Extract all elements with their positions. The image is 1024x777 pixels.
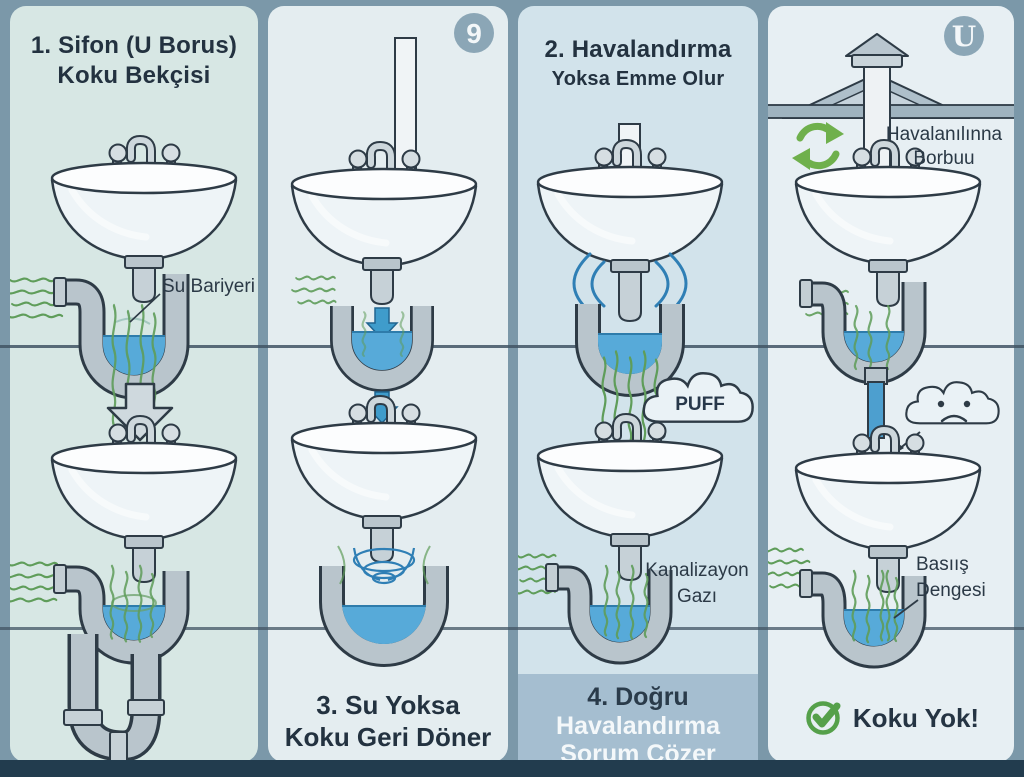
label-pointer-line [893,599,919,619]
sewer-gas-label-line1: Kanalizayon [645,560,749,581]
odor-wisps-left-bottom [10,561,59,603]
badge-u-trap-icon: U [944,16,984,56]
panel3-caption-line2: Havalandırma [556,712,720,740]
sink-1-tailpiece [124,255,164,303]
panel2-caption-line2: Koku Geri Döner [284,722,492,752]
panel-2-illustration: 9 [268,13,494,667]
water-barrier-label: Su Bariyeri [162,276,255,297]
wall-divider-line-lower [0,627,1024,630]
pipe-coupling [63,709,103,726]
pressure-balance-label-line2: Dengesi [916,580,986,601]
drain-piping [63,634,165,762]
vortex-swirl [352,547,416,585]
svg-text:9: 9 [466,18,482,49]
vent-pipe-label-line1: Havalanılınna [885,124,1003,145]
wall-divider-line-upper [0,345,1024,348]
sink-1-tailpiece [610,259,650,323]
svg-text:PUFF: PUFF [675,394,725,415]
check-icon [806,701,841,735]
panel2-caption-line1: 3. Su Yoksa [316,690,460,720]
no-odor-text: Koku Yok! [852,702,980,733]
bottom-strip [0,760,1024,777]
trap-water [103,606,165,640]
panel3-title-line1: 2. Havalandırma [544,36,732,63]
badge-9-icon: 9 [454,13,494,53]
panel3-caption-line1: 4. Doğru [587,683,689,711]
sink-2-tailpiece [124,535,164,583]
svg-text:U: U [952,20,976,53]
u-trap-1 [330,306,434,392]
sink-1 [52,140,236,260]
sink-1-tailpiece [362,257,402,305]
panel1-title-line1: 1. Sifon (U Borus) [30,32,238,59]
no-odor-footer: Koku Yok! [768,698,1014,738]
p-trap-1 [53,274,190,400]
trap-water [342,602,426,644]
trap-water [352,332,412,370]
panel-4-vent-solution: U [768,6,1014,762]
panel1-title-line2: Koku Bekçisi [57,62,211,89]
label-pointer-line [129,293,161,323]
sewer-gas-label-line2: Gazı [676,586,718,607]
sink-2 [52,420,236,540]
p-trap-2 [53,564,190,665]
sink-2 [538,418,722,538]
trap-water [103,336,165,375]
pipe-coupling [127,699,165,716]
sink-2 [796,430,980,550]
pipe-coupling [109,731,128,762]
panel-3-no-vent-suction: PUFF 2. Havalandırma [518,6,758,768]
sink-1 [292,146,476,266]
panel-3-illustration: PUFF [518,123,754,665]
down-arrow [106,382,174,442]
pressure-balance-label-line1: Basıış [916,554,969,575]
air-circulation-icon [792,122,844,170]
vent-pipe-label-line2: Borbuu [913,148,975,169]
panel-1-illustration [10,6,258,762]
panel3-caption-area [518,674,758,762]
panel3-title-line2: Yoksa Emme Olur [551,68,725,90]
sink-2-tailpiece [362,515,402,563]
odor-wisps-left [290,275,337,305]
panel-1-trap-guard: 1. Sifon (U Borus) Koku Bekçisi Su Bariy… [10,6,258,762]
panel-4-illustration: U [768,16,1014,669]
panel-2-water-seal: 9 [268,6,508,762]
u-trap-2 [319,545,449,667]
sink-1-tailpiece [868,259,908,307]
